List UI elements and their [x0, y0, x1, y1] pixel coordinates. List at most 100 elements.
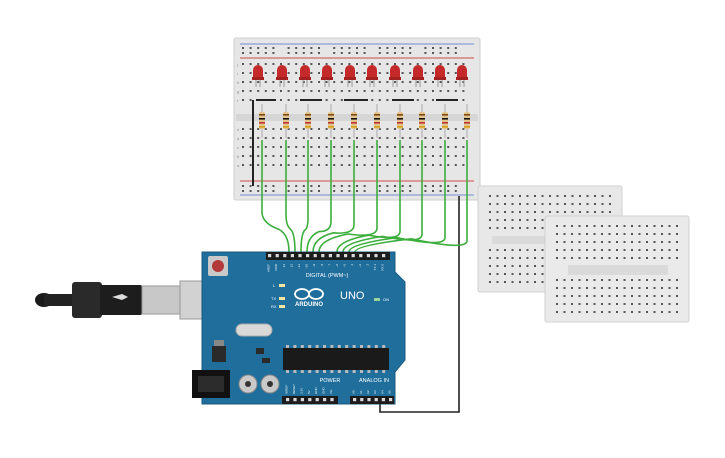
- breadboard-hole[interactable]: [257, 52, 260, 54]
- mini-breadboard-hole[interactable]: [594, 211, 596, 213]
- mini-breadboard-hole[interactable]: [571, 311, 573, 313]
- mini-breadboard-hole[interactable]: [593, 279, 596, 281]
- mini-breadboard-hole[interactable]: [653, 241, 656, 243]
- signal-wire[interactable]: [285, 140, 296, 253]
- mini-breadboard-hole[interactable]: [578, 311, 581, 313]
- mini-breadboard-hole[interactable]: [534, 227, 536, 229]
- resistor[interactable]: [419, 104, 425, 138]
- breadboard-hole[interactable]: [333, 190, 336, 192]
- breadboard-hole[interactable]: [295, 190, 298, 192]
- breadboard-hole[interactable]: [257, 47, 260, 49]
- breadboard-hole[interactable]: [333, 63, 336, 65]
- mini-breadboard-hole[interactable]: [563, 295, 566, 297]
- mini-breadboard-hole[interactable]: [593, 233, 596, 235]
- breadboard-hole[interactable]: [287, 99, 290, 101]
- mini-breadboard-hole[interactable]: [623, 279, 626, 281]
- mini-breadboard-hole[interactable]: [534, 273, 536, 275]
- breadboard-hole[interactable]: [386, 63, 389, 65]
- breadboard-hole[interactable]: [340, 146, 343, 148]
- mini-breadboard-hole[interactable]: [616, 279, 618, 281]
- mini-breadboard-hole[interactable]: [601, 233, 603, 235]
- mini-breadboard-hole[interactable]: [638, 303, 641, 305]
- breadboard-hole[interactable]: [416, 99, 419, 101]
- breadboard-hole[interactable]: [340, 90, 343, 92]
- breadboard-hole[interactable]: [356, 47, 358, 49]
- breadboard-hole[interactable]: [302, 128, 305, 130]
- mini-breadboard-hole[interactable]: [571, 249, 573, 251]
- mini-breadboard-hole[interactable]: [496, 195, 499, 197]
- mini-breadboard-hole[interactable]: [504, 265, 506, 267]
- breadboard-hole[interactable]: [409, 81, 412, 83]
- breadboard-hole[interactable]: [295, 185, 298, 187]
- analog-header-pins[interactable]: [353, 398, 393, 402]
- mini-breadboard-hole[interactable]: [676, 233, 678, 235]
- breadboard-hole[interactable]: [287, 155, 290, 157]
- breadboard-hole[interactable]: [386, 185, 389, 187]
- mini-breadboard-hole[interactable]: [519, 227, 521, 229]
- mini-breadboard-hole[interactable]: [511, 211, 514, 213]
- breadboard-hole[interactable]: [333, 128, 336, 130]
- breadboard-hole[interactable]: [333, 155, 336, 157]
- breadboard-hole[interactable]: [424, 63, 427, 65]
- breadboard-hole[interactable]: [310, 81, 313, 83]
- breadboard-hole[interactable]: [409, 63, 412, 65]
- mini-breadboard-hole[interactable]: [616, 257, 618, 259]
- mini-breadboard-hole[interactable]: [631, 303, 633, 305]
- mini-breadboard-hole[interactable]: [489, 265, 491, 267]
- breadboard-hole[interactable]: [356, 63, 358, 65]
- mini-breadboard-hole[interactable]: [489, 273, 491, 275]
- red-led[interactable]: [299, 65, 311, 87]
- mini-breadboard-hole[interactable]: [653, 257, 656, 259]
- breadboard-hole[interactable]: [401, 190, 404, 192]
- mini-breadboard-hole[interactable]: [623, 225, 626, 227]
- breadboard-hole[interactable]: [287, 190, 290, 192]
- breadboard-hole[interactable]: [416, 164, 419, 166]
- digital-pin[interactable]: [328, 254, 332, 258]
- mini-breadboard-hole[interactable]: [534, 203, 536, 205]
- breadboard-hole[interactable]: [439, 164, 442, 166]
- breadboard-hole[interactable]: [295, 81, 298, 83]
- red-led[interactable]: [321, 65, 333, 87]
- breadboard-hole[interactable]: [310, 164, 313, 166]
- mini-breadboard-hole[interactable]: [676, 225, 678, 227]
- breadboard-hole[interactable]: [340, 52, 343, 54]
- digital-pin[interactable]: [321, 254, 325, 258]
- mini-breadboard-hole[interactable]: [519, 273, 521, 275]
- breadboard-hole[interactable]: [310, 190, 313, 192]
- mini-breadboard-hole[interactable]: [609, 211, 611, 213]
- breadboard-hole[interactable]: [302, 47, 305, 49]
- mini-breadboard-hole[interactable]: [563, 279, 566, 281]
- breadboard-hole[interactable]: [439, 146, 442, 148]
- breadboard-hole[interactable]: [378, 52, 381, 54]
- mini-breadboard-hole[interactable]: [661, 233, 663, 235]
- breadboard-hole[interactable]: [242, 47, 244, 49]
- mini-breadboard-hole[interactable]: [616, 287, 618, 289]
- mini-breadboard-hole[interactable]: [511, 257, 514, 259]
- breadboard-hole[interactable]: [280, 81, 282, 83]
- breadboard-hole[interactable]: [272, 81, 275, 83]
- mini-breadboard-hole[interactable]: [504, 219, 506, 221]
- mini-breadboard-hole[interactable]: [586, 211, 589, 213]
- breadboard-hole[interactable]: [302, 90, 305, 92]
- breadboard-hole[interactable]: [432, 146, 434, 148]
- mini-breadboard-hole[interactable]: [563, 233, 566, 235]
- mini-breadboard-hole[interactable]: [519, 249, 521, 251]
- breadboard-hole[interactable]: [371, 155, 374, 157]
- mini-breadboard-front[interactable]: [544, 215, 690, 323]
- mini-breadboard-hole[interactable]: [579, 211, 581, 213]
- mini-breadboard-hole[interactable]: [608, 241, 611, 243]
- breadboard-hole[interactable]: [264, 146, 267, 148]
- mini-breadboard-hole[interactable]: [608, 311, 611, 313]
- breadboard-hole[interactable]: [318, 155, 320, 157]
- signal-wire[interactable]: [354, 140, 468, 253]
- mini-breadboard-hole[interactable]: [564, 211, 566, 213]
- mini-breadboard-hole[interactable]: [571, 287, 573, 289]
- breadboard-hole[interactable]: [424, 72, 427, 74]
- breadboard-hole[interactable]: [302, 190, 305, 192]
- mini-breadboard-hole[interactable]: [623, 287, 626, 289]
- mini-breadboard-hole[interactable]: [631, 233, 633, 235]
- mini-breadboard-hole[interactable]: [661, 279, 663, 281]
- breadboard-hole[interactable]: [318, 90, 320, 92]
- mini-breadboard-hole[interactable]: [661, 311, 663, 313]
- breadboard-hole[interactable]: [325, 146, 328, 148]
